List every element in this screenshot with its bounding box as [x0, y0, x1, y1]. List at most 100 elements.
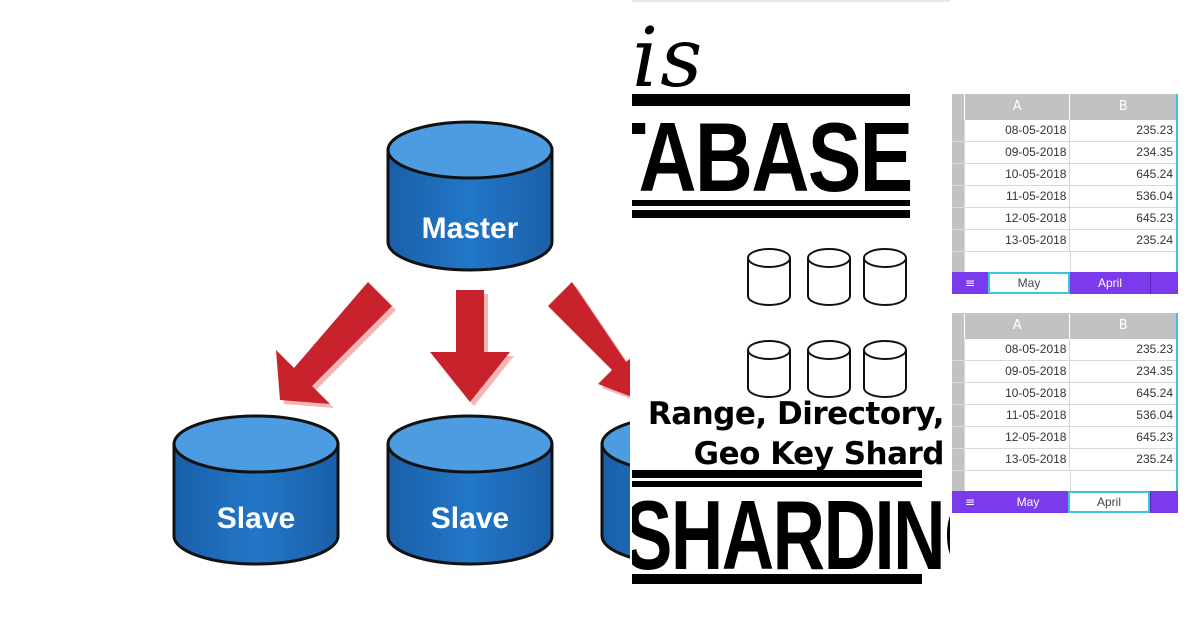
master-database-icon: Master — [386, 120, 554, 272]
date-cell[interactable]: 08-05-2018 — [963, 120, 1070, 141]
value-cell[interactable]: 235.24 — [1069, 230, 1176, 251]
corner-cell[interactable] — [952, 313, 964, 339]
poster-rule — [632, 481, 922, 487]
row-header[interactable] — [952, 252, 964, 272]
value-cell[interactable]: 234.35 — [1069, 142, 1176, 163]
poster-rule — [632, 210, 910, 218]
value-cell[interactable]: 235.24 — [1069, 449, 1176, 470]
row-header[interactable] — [952, 230, 964, 251]
date-cell[interactable]: 13-05-2018 — [963, 449, 1070, 470]
sheet-tab-bar: ≡ May April — [952, 272, 1178, 294]
shard-cylinders — [747, 248, 907, 398]
sheet-tab-april[interactable]: April — [1068, 491, 1150, 513]
row-header[interactable] — [952, 361, 964, 382]
row-header[interactable] — [952, 405, 964, 426]
column-header[interactable]: B — [1069, 313, 1176, 339]
column-header[interactable]: B — [1069, 94, 1176, 120]
date-cell[interactable]: 11-05-2018 — [963, 405, 1070, 426]
replication-diagram: Master Slave Slave — [172, 120, 630, 566]
column-header[interactable]: A — [963, 313, 1070, 339]
sheet-tab-april[interactable]: April — [1097, 276, 1122, 290]
sharding-poster: is TABASE Range, Directory, Geo Key Shar… — [632, 0, 950, 630]
row-header[interactable] — [952, 208, 964, 229]
row-header[interactable] — [952, 164, 964, 185]
slave-database-icon: Slave — [386, 414, 554, 566]
value-cell[interactable]: 536.04 — [1069, 405, 1176, 426]
empty-cell[interactable] — [1070, 471, 1176, 491]
shard-cylinder-icon — [747, 248, 791, 306]
corner-cell[interactable] — [952, 94, 964, 120]
master-label: Master — [422, 212, 519, 245]
date-cell[interactable]: 09-05-2018 — [963, 361, 1070, 382]
row-header[interactable] — [952, 471, 964, 491]
caption-line: Range, Directory, — [647, 396, 945, 432]
row-header[interactable] — [952, 120, 964, 141]
replication-diagram-svg: Master Slave Slave — [172, 120, 630, 566]
table-row-empty — [952, 471, 1176, 491]
column-header-row: A B — [952, 313, 1176, 339]
value-cell[interactable]: 645.23 — [1069, 208, 1176, 229]
slave-label: Slave — [217, 502, 295, 535]
tab-bar-spacer — [1150, 272, 1178, 294]
row-header[interactable] — [952, 427, 964, 448]
date-cell[interactable]: 12-05-2018 — [963, 208, 1070, 229]
shard-cylinder-icon — [747, 340, 791, 398]
empty-cell[interactable] — [964, 252, 1070, 272]
slave-database-icon: Slave — [172, 414, 340, 566]
arrow-to-slave-right — [548, 282, 630, 399]
value-cell[interactable]: 645.23 — [1069, 427, 1176, 448]
arrow-to-slave-middle — [430, 290, 514, 406]
shard-cylinder-icon — [863, 340, 907, 398]
value-cell[interactable]: 645.24 — [1069, 383, 1176, 404]
row-header[interactable] — [952, 449, 964, 470]
date-cell[interactable]: 10-05-2018 — [963, 164, 1070, 185]
row-header[interactable] — [952, 186, 964, 207]
row-header[interactable] — [952, 339, 964, 360]
value-cell[interactable]: 235.23 — [1069, 120, 1176, 141]
column-header[interactable]: A — [963, 94, 1070, 120]
date-cell[interactable]: 10-05-2018 — [963, 383, 1070, 404]
shard-cylinder-icon — [863, 248, 907, 306]
row-header[interactable] — [952, 142, 964, 163]
date-cell[interactable]: 11-05-2018 — [963, 186, 1070, 207]
date-cell[interactable]: 08-05-2018 — [963, 339, 1070, 360]
date-cell[interactable]: 13-05-2018 — [963, 230, 1070, 251]
row-header[interactable] — [952, 383, 964, 404]
empty-cell[interactable] — [964, 471, 1070, 491]
caption-line: Geo Key Shard — [693, 436, 945, 472]
tab-bar-spacer — [1150, 491, 1178, 513]
value-cell[interactable]: 536.04 — [1069, 186, 1176, 207]
poster-title-database: TABASE — [632, 102, 914, 212]
date-cell[interactable]: 12-05-2018 — [963, 427, 1070, 448]
divider — [632, 0, 950, 2]
poster-rule — [632, 200, 910, 206]
poster-rule — [632, 574, 922, 584]
sheet-tab-may[interactable]: May — [988, 272, 1070, 294]
shard-types-caption: Range, Directory, Geo Key Shard — [647, 394, 945, 474]
poster-top-word: is — [632, 11, 705, 106]
shard-cylinder-icon — [807, 340, 851, 398]
empty-cell[interactable] — [1070, 252, 1176, 272]
sheet-tab-may[interactable]: May — [1016, 495, 1040, 509]
value-cell[interactable]: 234.35 — [1069, 361, 1176, 382]
sheet-menu-icon[interactable]: ≡ — [964, 276, 976, 290]
value-cell[interactable]: 645.24 — [1069, 164, 1176, 185]
sheet-menu-icon[interactable]: ≡ — [964, 495, 976, 509]
date-cell[interactable]: 09-05-2018 — [963, 142, 1070, 163]
value-cell[interactable]: 235.23 — [1069, 339, 1176, 360]
